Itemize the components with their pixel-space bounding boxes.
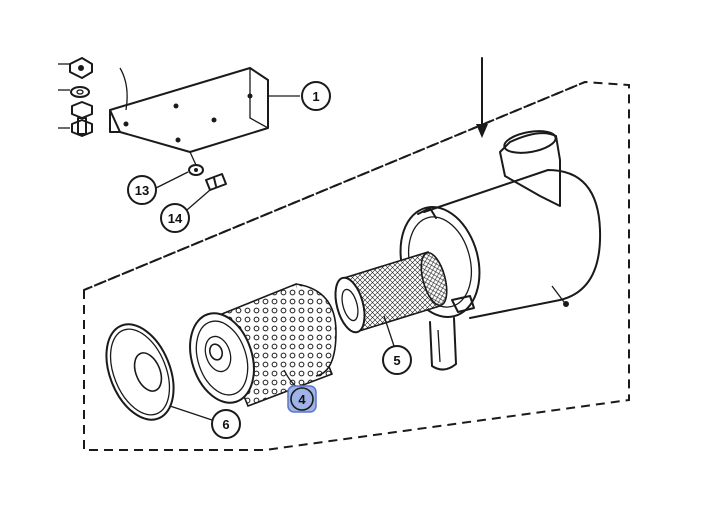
bolt-icon-lower — [71, 119, 93, 137]
callout-4-label: 4 — [298, 392, 306, 407]
washer-icon — [70, 86, 90, 98]
washer-13-icon — [188, 164, 204, 176]
bracket-icon — [109, 67, 269, 153]
callout-13-label: 13 — [135, 183, 149, 198]
callout-1[interactable]: 1 — [301, 81, 331, 111]
nut-icon — [69, 57, 93, 79]
inner-safety-filter-icon — [334, 250, 448, 334]
callout-5-label: 5 — [393, 353, 400, 368]
callout-14[interactable]: 14 — [160, 203, 190, 233]
callout-4-highlighted[interactable]: 4 — [287, 385, 317, 413]
air-cleaner-housing-icon — [399, 130, 602, 371]
callout-6[interactable]: 6 — [211, 409, 241, 439]
callout-13[interactable]: 13 — [127, 175, 157, 205]
callout-1-label: 1 — [312, 89, 319, 104]
callout-6-label: 6 — [222, 417, 229, 432]
bolt-14-icon — [205, 173, 227, 191]
end-cover-icon — [105, 323, 175, 421]
callout-5[interactable]: 5 — [382, 345, 412, 375]
bolt-icon — [71, 101, 93, 135]
outer-primary-filter-icon — [189, 282, 337, 408]
leader-arrow-housing — [476, 57, 488, 138]
assembly-dashed-outline — [83, 80, 630, 451]
callout-14-label: 14 — [168, 211, 183, 226]
